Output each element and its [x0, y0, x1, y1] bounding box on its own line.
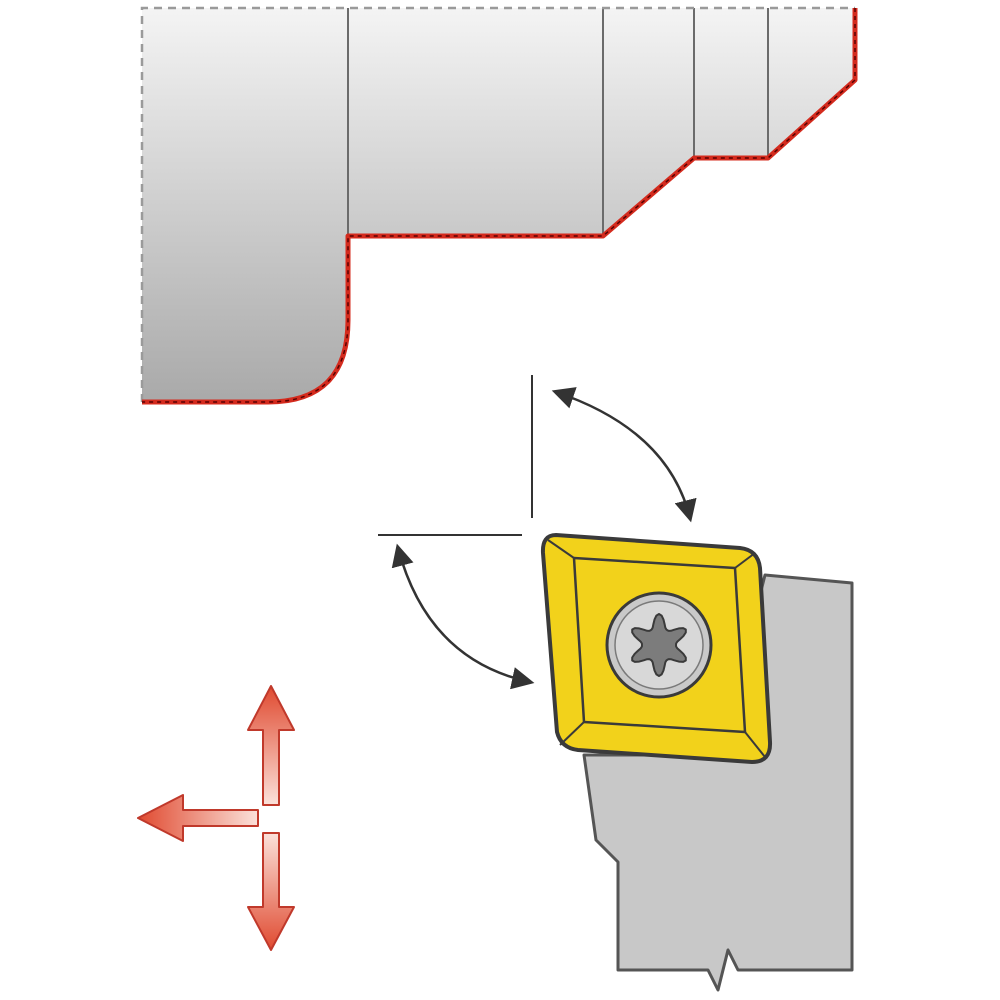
insert-edge-br [744, 731, 766, 758]
torx-screw-icon [605, 591, 713, 699]
workpiece [140, 6, 858, 405]
insert-edge-tl [547, 539, 575, 559]
feed-arrow-down-icon [247, 832, 295, 951]
tool-holder-body [582, 573, 854, 992]
feed-directions [137, 685, 295, 951]
insert-edge-tr [734, 552, 756, 569]
torx-recess [631, 613, 687, 677]
angle-arc-lower-icon [391, 543, 535, 690]
machined-profile-dash [142, 8, 856, 403]
angle-references [378, 375, 697, 690]
workpiece-body [142, 8, 855, 402]
feed-arrow-up-icon [247, 685, 295, 806]
angle-arc-upper-icon [551, 387, 697, 523]
insert-edge-bl [559, 721, 585, 746]
cutting-insert [540, 533, 773, 764]
tool-holder [582, 573, 854, 992]
workpiece-dashed-edge [140, 6, 855, 402]
feed-arrow-left-icon [137, 794, 259, 842]
